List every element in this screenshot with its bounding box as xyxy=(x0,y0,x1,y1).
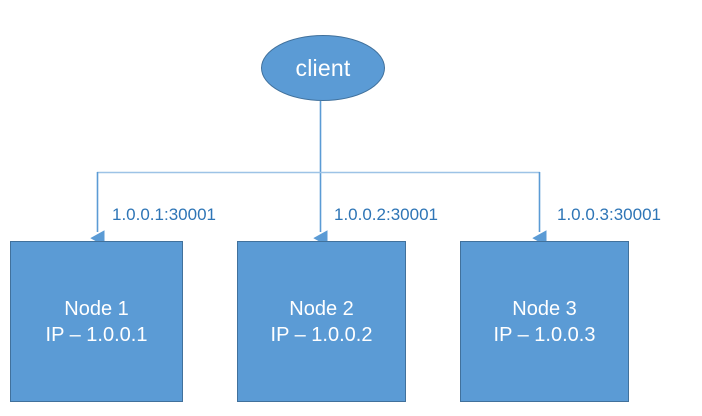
node-box-1[interactable]: Node 1 IP – 1.0.0.1 xyxy=(10,241,183,402)
edge-label-node-1: 1.0.0.1:30001 xyxy=(112,205,216,224)
node-2-title: Node 2 xyxy=(289,297,354,320)
node-3-title: Node 3 xyxy=(512,297,577,320)
node-box-3[interactable]: Node 3 IP – 1.0.0.3 xyxy=(460,241,629,402)
client-label: client xyxy=(295,54,351,81)
node-2-ip: IP – 1.0.0.2 xyxy=(270,323,373,346)
node-box-2[interactable]: Node 2 IP – 1.0.0.2 xyxy=(237,241,406,402)
node-1-ip: IP – 1.0.0.1 xyxy=(45,323,148,346)
edge-label-node-3: 1.0.0.3:30001 xyxy=(557,205,661,224)
client-ellipse[interactable]: client xyxy=(261,35,385,101)
edge-label-node-2: 1.0.0.2:30001 xyxy=(334,205,438,224)
node-1-title: Node 1 xyxy=(64,297,129,320)
node-3-ip: IP – 1.0.0.3 xyxy=(493,323,596,346)
